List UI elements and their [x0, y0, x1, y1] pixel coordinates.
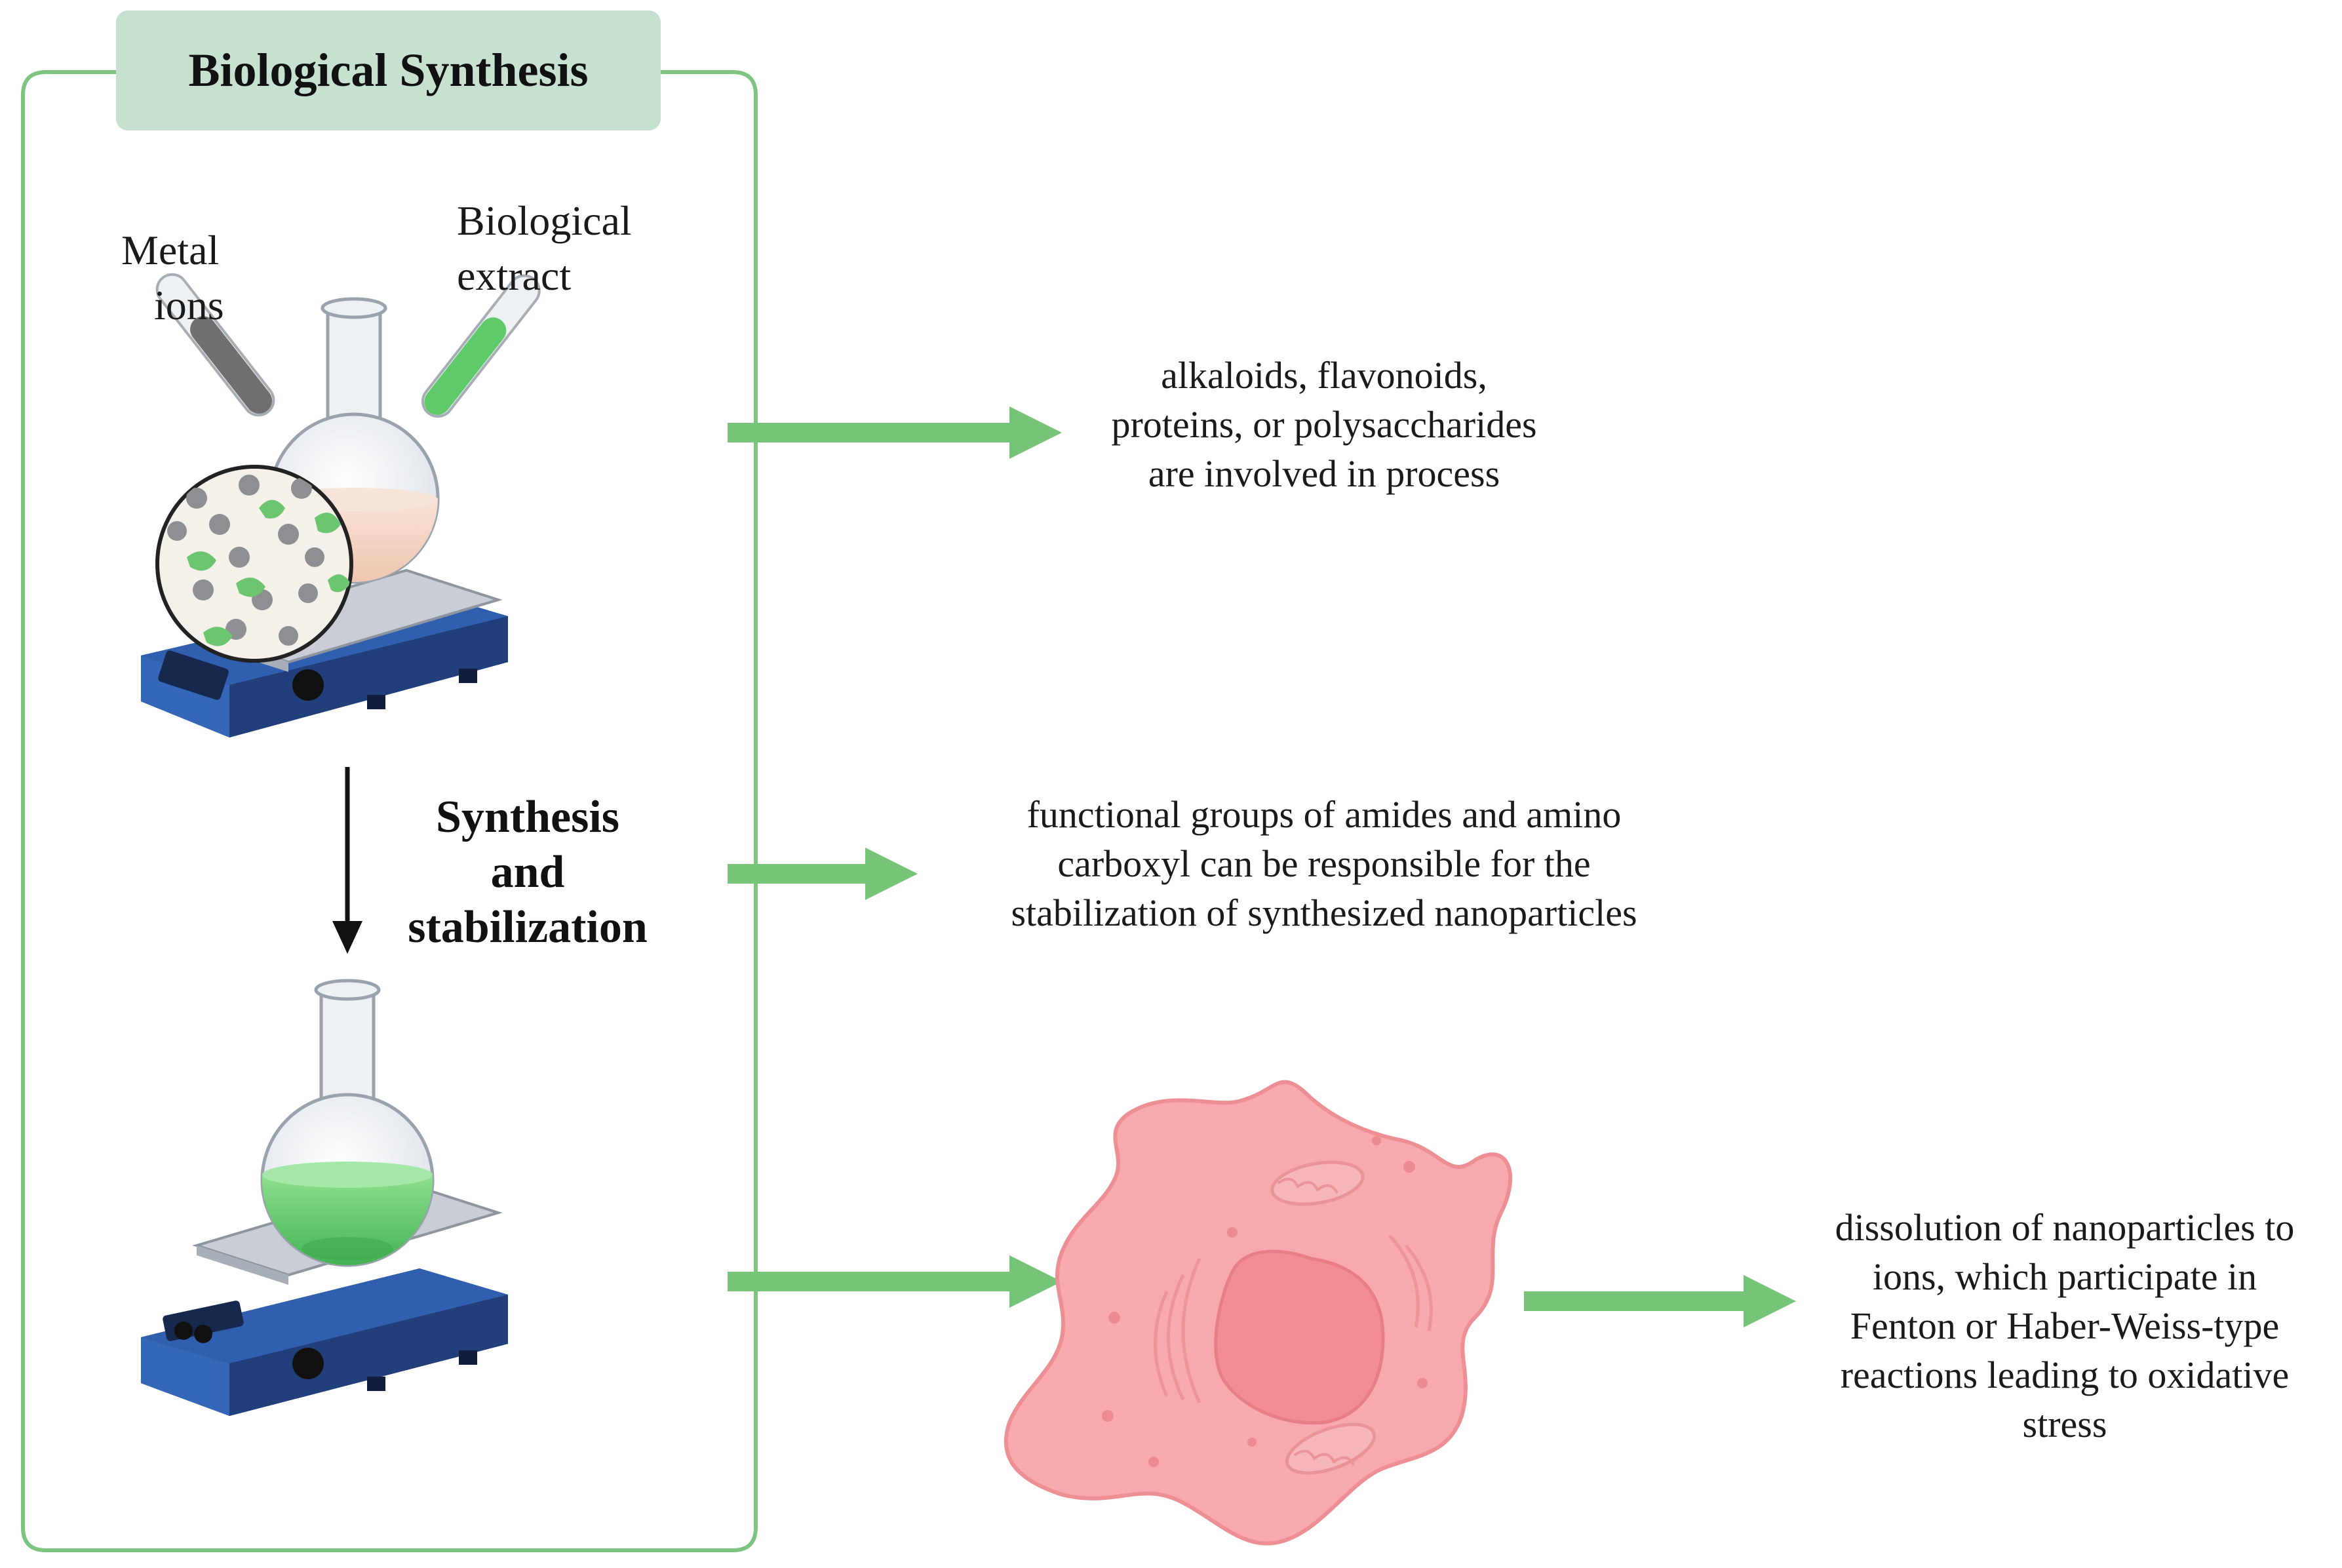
biological-extract-label: Biological extract	[457, 197, 632, 299]
metal-ions-label: Metal ions	[121, 227, 224, 328]
flask-bottom	[260, 979, 435, 1267]
panel-border	[21, 70, 758, 1552]
arrow-to-third	[1524, 1275, 1796, 1327]
panel-title-box: Biological Synthesis	[116, 10, 661, 130]
annotation-functional-groups: functional groups of amides and amino ca…	[1011, 793, 1637, 934]
test-tube-metal-ions	[155, 273, 275, 417]
zoom-circle	[155, 465, 353, 663]
arrow-to-second	[728, 848, 918, 900]
arrow-to-cell	[728, 1255, 1062, 1308]
annotation-dissolution: dissolution of nanoparticles to ions, wh…	[1835, 1206, 2295, 1445]
synthesis-step-label: Synthesis and stabilization	[408, 792, 648, 952]
test-tube-biological-extract	[421, 274, 541, 418]
arrow-to-first	[728, 406, 1062, 459]
annotation-biomolecules: alkaloids, flavonoids, proteins, or poly…	[1111, 354, 1537, 495]
down-arrow	[332, 767, 362, 954]
cell-illustration	[1004, 1080, 1512, 1546]
panel-title: Biological Synthesis	[188, 44, 589, 96]
